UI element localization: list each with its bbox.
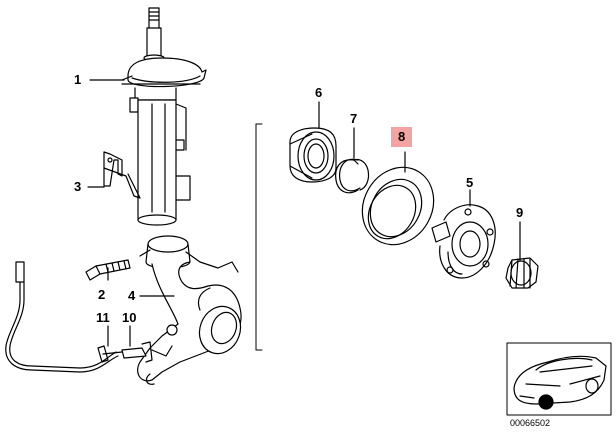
sensor-bracket[interactable] — [103, 151, 141, 199]
leader-lines-right — [318, 101, 521, 261]
leader-lines-left — [87, 79, 175, 347]
callout-6[interactable]: 6 — [315, 85, 323, 100]
callout-7[interactable]: 7 — [350, 111, 358, 126]
collar-nut[interactable] — [505, 257, 539, 289]
callout-2[interactable]: 2 — [98, 287, 106, 302]
callout-10[interactable]: 10 — [122, 310, 137, 325]
sensor-cable[interactable] — [5, 261, 119, 373]
dust-shield-ring[interactable] — [349, 154, 448, 257]
circlip[interactable] — [335, 158, 370, 194]
wheel-hub[interactable] — [431, 204, 496, 279]
callout-11[interactable]: 11 — [96, 310, 110, 325]
strut-assembly[interactable] — [121, 7, 207, 226]
callout-3[interactable]: 3 — [74, 179, 82, 194]
steering-knuckle[interactable] — [137, 235, 247, 385]
wheel-bearing[interactable] — [289, 127, 337, 183]
abs-sensor[interactable] — [97, 341, 153, 363]
callout-5[interactable]: 5 — [466, 175, 474, 190]
callout-8-highlighted[interactable]: 8 — [391, 127, 413, 147]
explode-guide — [255, 123, 263, 351]
callout-4[interactable]: 4 — [128, 288, 136, 303]
callout-1[interactable]: 1 — [74, 72, 82, 87]
callout-9[interactable]: 9 — [516, 205, 524, 220]
vehicle-locator-inset — [506, 342, 612, 416]
diagram-reference-number: 00066502 — [510, 418, 551, 428]
